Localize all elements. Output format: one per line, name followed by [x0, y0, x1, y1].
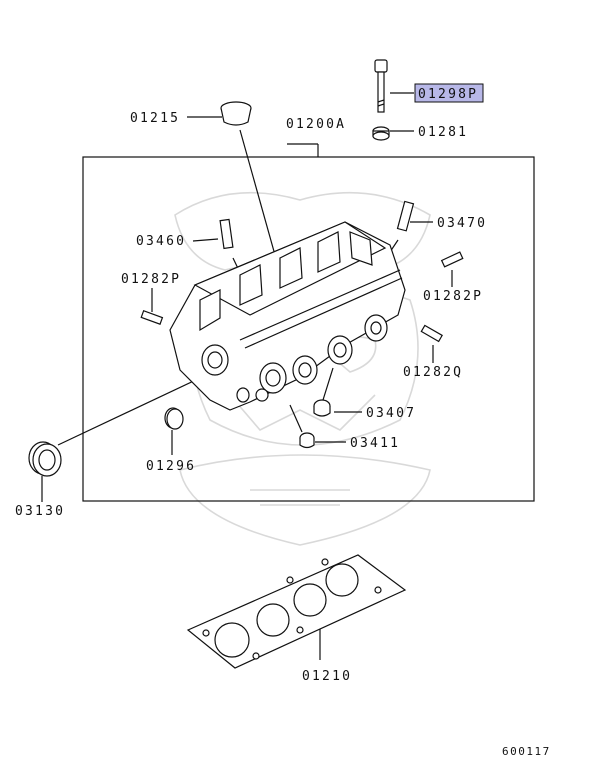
- stud-01282P-left: [140, 309, 164, 325]
- label-01215[interactable]: 01215: [130, 111, 180, 126]
- plug-03411: [299, 432, 315, 449]
- plug-03407: [313, 399, 331, 417]
- label-01282P-right[interactable]: 01282P: [423, 289, 483, 304]
- bolt-washer: [372, 126, 390, 141]
- plug-cap: [220, 101, 252, 126]
- highlight-box: [414, 83, 484, 103]
- cylinder-head-bolt: [374, 59, 388, 113]
- label-01282Q[interactable]: 01282Q: [403, 365, 463, 380]
- label-03460[interactable]: 03460: [136, 234, 186, 249]
- oil-seal-03130: [28, 441, 62, 477]
- head-gasket: [186, 554, 407, 669]
- label-01298P[interactable]: 01298P: [418, 87, 478, 102]
- stud-01282Q: [420, 324, 443, 343]
- label-01210[interactable]: 01210: [302, 669, 352, 684]
- label-03470[interactable]: 03470: [437, 216, 487, 231]
- label-03407[interactable]: 03407: [366, 406, 416, 421]
- label-01281[interactable]: 01281: [418, 125, 468, 140]
- label-01296[interactable]: 01296: [146, 459, 196, 474]
- diagram-code: 600117: [502, 745, 551, 758]
- label-01282P-left[interactable]: 01282P: [121, 272, 181, 287]
- label-03130[interactable]: 03130: [15, 504, 65, 519]
- label-03411[interactable]: 03411: [350, 436, 400, 451]
- stud-03470: [396, 200, 415, 232]
- cylinder-head: [169, 221, 406, 411]
- label-01200A[interactable]: 01200A: [286, 117, 346, 132]
- cylinder-head-frame: [82, 156, 535, 502]
- stud-01282P-right: [440, 251, 464, 268]
- seal-01296: [164, 407, 184, 430]
- stud-03460: [219, 218, 234, 250]
